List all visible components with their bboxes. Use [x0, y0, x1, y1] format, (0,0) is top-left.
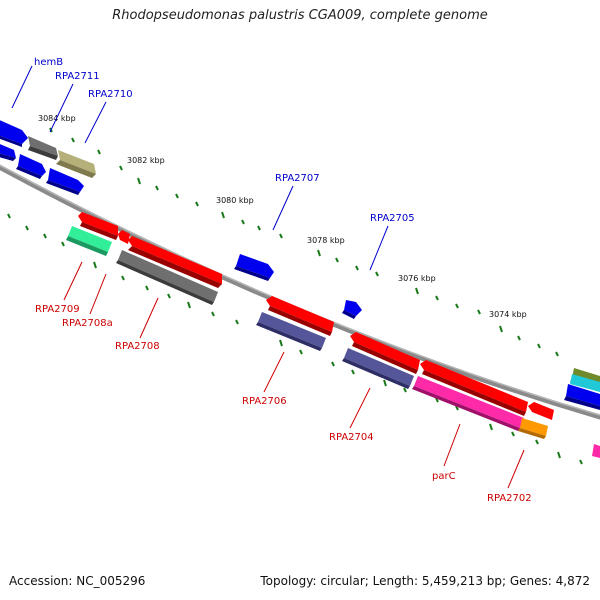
- gene-hemB[interactable]: [0, 118, 28, 147]
- gene-reverse-mid-2[interactable]: [350, 332, 420, 374]
- reverse-leader-lines: [63, 261, 525, 489]
- gene-RPA2702[interactable]: [518, 418, 548, 439]
- label-RPA2707[interactable]: RPA2707: [275, 173, 320, 184]
- gene-reverse-top-1[interactable]: [78, 212, 118, 240]
- gene-reverse-right-2[interactable]: [592, 444, 600, 458]
- label-RPA2708a[interactable]: RPA2708a: [62, 318, 113, 329]
- gene-RPA2711[interactable]: [28, 136, 58, 160]
- label-RPA2708[interactable]: RPA2708: [115, 341, 160, 352]
- gene-forward-right-cyan[interactable]: [570, 374, 600, 392]
- gene-reverse-mid-1[interactable]: [266, 296, 334, 336]
- accession-text: Accession: NC_005296: [9, 574, 146, 588]
- gene-reverse-top-2[interactable]: [128, 236, 222, 288]
- gene-RPA2708a[interactable]: [118, 230, 130, 244]
- kbp-label-3078: 3078 kbp: [307, 236, 345, 245]
- gene-reverse-mid-3[interactable]: [420, 360, 528, 416]
- gene-RPA2707[interactable]: [234, 254, 274, 281]
- label-RPA2704[interactable]: RPA2704: [329, 432, 374, 443]
- gene-RPA2706[interactable]: [256, 312, 326, 351]
- gene-RPA2704[interactable]: [342, 348, 414, 389]
- gene-RPA2710[interactable]: [56, 150, 96, 178]
- outer-tick-marks: [49, 127, 559, 357]
- label-RPA2711[interactable]: RPA2711: [55, 71, 100, 82]
- gene-forward-1[interactable]: [0, 142, 16, 161]
- gene-RPA2708[interactable]: [116, 250, 218, 305]
- label-RPA2705[interactable]: RPA2705: [370, 213, 415, 224]
- map-title: Rhodopseudomonas palustris CGA009, compl…: [112, 8, 488, 23]
- genome-backbone: [0, 164, 600, 420]
- gene-forward-2[interactable]: [16, 154, 46, 179]
- label-parC[interactable]: parC: [432, 471, 456, 482]
- kbp-label-3074: 3074 kbp: [489, 310, 527, 319]
- label-RPA2709[interactable]: RPA2709: [35, 304, 80, 315]
- gene-parC[interactable]: [412, 376, 524, 431]
- genome-summary-text: Topology: circular; Length: 5,459,213 bp…: [260, 574, 590, 588]
- inner-tick-marks: [7, 213, 583, 465]
- gene-forward-3[interactable]: [46, 168, 84, 195]
- forward-leader-lines: [11, 65, 389, 271]
- label-RPA2702[interactable]: RPA2702: [487, 493, 532, 504]
- gene-RPA2709[interactable]: [66, 226, 112, 256]
- gene-reverse-right-1[interactable]: [528, 402, 554, 420]
- label-RPA2710[interactable]: RPA2710: [88, 89, 133, 100]
- kbp-label-3080: 3080 kbp: [216, 196, 254, 205]
- gene-forward-right-blue[interactable]: [564, 384, 600, 410]
- kbp-label-3076: 3076 kbp: [398, 274, 436, 283]
- gene-RPA2705[interactable]: [342, 300, 362, 319]
- label-hemB[interactable]: hemB: [34, 57, 63, 68]
- kbp-label-3082: 3082 kbp: [127, 156, 165, 165]
- label-RPA2706[interactable]: RPA2706: [242, 396, 287, 407]
